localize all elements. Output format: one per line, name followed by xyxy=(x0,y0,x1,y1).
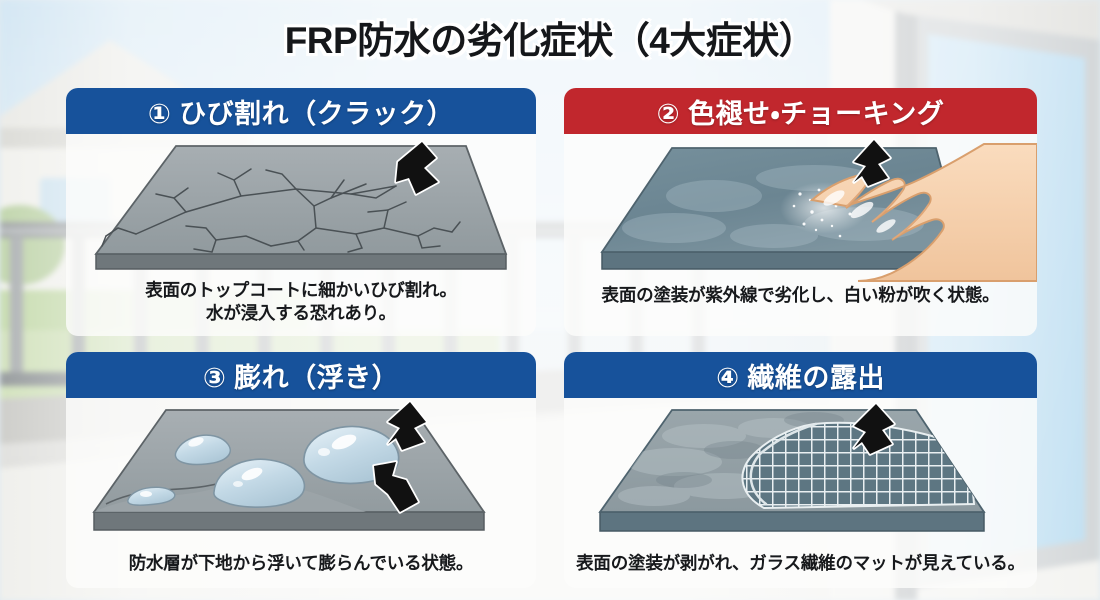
card-fiber: ④ 繊維の露出 xyxy=(564,352,1037,588)
pointer-arrow-icon-lower xyxy=(372,460,420,514)
card-header-chalking: ② 色褪せ・チョーキング xyxy=(564,88,1037,134)
pointer-arrow-icon xyxy=(394,140,440,196)
card-body-crack: 表面のトップコートに細かいひび割れ。 水が浸入する恐れあり。 xyxy=(66,134,536,336)
illustration-fiber-slab xyxy=(564,400,1037,542)
blister-small xyxy=(174,434,231,466)
illustration-chalking-slab xyxy=(564,136,1037,282)
card-caption-chalking: 表面の塗装が紫外線で劣化し、白い粉が吹く状態。 xyxy=(601,285,1000,306)
page-title: FRP防水の劣化症状（4大症状） xyxy=(284,20,816,61)
hand-icon xyxy=(809,143,1037,282)
card-caption-fiber: 表面の塗装が剥がれ、ガラス繊維のマットが見えている。 xyxy=(576,553,1025,574)
illustration-blister-slab xyxy=(66,400,536,542)
pointer-arrow-icon xyxy=(852,138,892,188)
card-caption-crack: 表面のトップコートに細かいひび割れ。 水が浸入する恐れあり。 xyxy=(145,279,457,324)
card-header-blister: ③ 膨れ（浮き） xyxy=(66,352,536,398)
blister-medium xyxy=(213,458,306,508)
card-crack: ① ひび割れ（クラック） xyxy=(66,88,536,336)
pointer-arrow-icon xyxy=(852,402,896,456)
illustration-crack-slab xyxy=(66,136,536,282)
card-body-blister: 防水層が下地から浮いて膨らんでいる状態。 xyxy=(66,398,536,588)
card-body-fiber: 表面の塗装が剥がれ、ガラス繊維のマットが見えている。 xyxy=(564,398,1037,588)
card-header-fiber: ④ 繊維の露出 xyxy=(564,352,1037,398)
card-body-chalking: 表面の塗装が紫外線で劣化し、白い粉が吹く状態。 xyxy=(564,134,1037,336)
pointer-arrow-icon-upper xyxy=(386,400,428,452)
card-caption-blister: 防水層が下地から浮いて膨らんでいる状態。 xyxy=(128,553,474,574)
card-header-crack: ① ひび割れ（クラック） xyxy=(66,88,536,134)
card-blister: ③ 膨れ（浮き） xyxy=(66,352,536,588)
card-chalking: ② 色褪せ・チョーキング xyxy=(564,88,1037,336)
blister-tiny xyxy=(127,486,176,506)
page-title-bar: FRP防水の劣化症状（4大症状） xyxy=(0,0,1100,74)
